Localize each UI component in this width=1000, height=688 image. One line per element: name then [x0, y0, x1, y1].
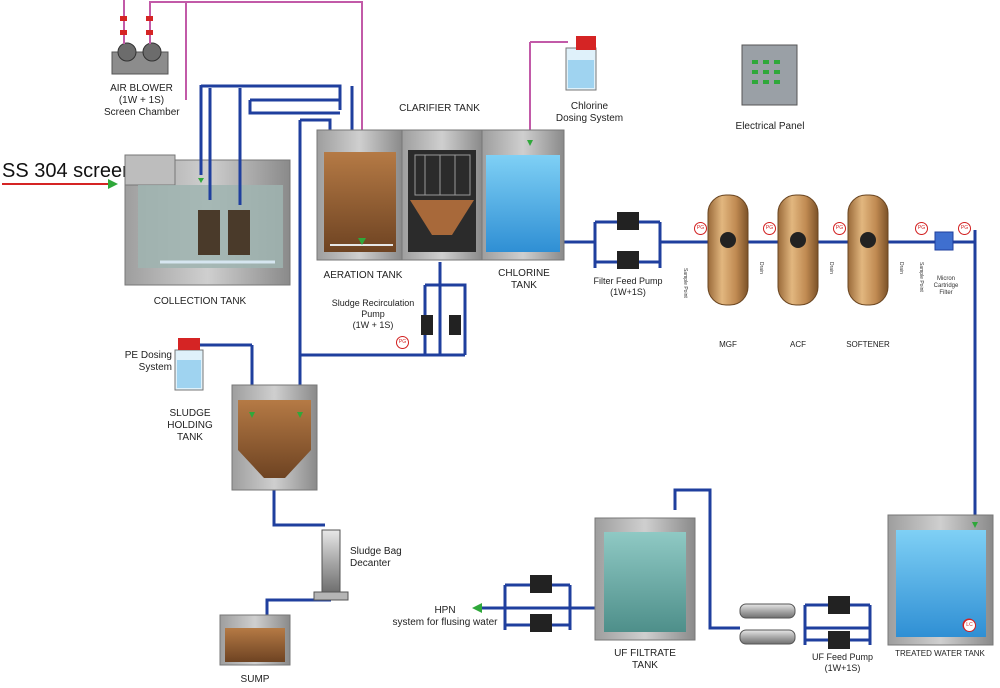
clarifier-tank-label: CLARIFIER TANK [399, 103, 480, 114]
electrical-panel-label: Electrical Panel [735, 121, 805, 132]
pressure-gauge-micron-out: PG [958, 222, 971, 235]
pe-dosing-label: PE Dosing System [110, 350, 172, 374]
sludge-recirc-line-1: Sludge Recirculation [331, 298, 415, 308]
ss-304-screen-label: SS 304 screen [2, 160, 134, 182]
sump [219, 614, 291, 666]
chlorine-tank-label: CHLORINE TANK [494, 268, 554, 292]
sludge-recirc-line-3: (1W + 1S) [352, 320, 394, 330]
chlorine-tank-line-1: CHLORINE [498, 268, 550, 279]
collection-tank [124, 154, 291, 286]
pressure-gauge-acf: PG [763, 222, 776, 235]
mgf-label: MGF [719, 340, 737, 349]
filter-feed-pumps [593, 212, 662, 269]
uf-filtrate-line-1: UF FILTRATE [614, 648, 676, 659]
sludge-recirc-line-2: Pump [361, 309, 385, 319]
micron-filter-label: Micron Cartridge Filter [928, 276, 964, 297]
sample-point-1-label: Sample Point [682, 268, 688, 298]
uf-filtrate-tank [594, 517, 696, 641]
chlorine-tank-line-2: TANK [511, 280, 537, 291]
pe-dosing-system [174, 338, 204, 391]
micron-filter-line-1: Micron [936, 276, 955, 282]
filter-feed-pump-label: Filter Feed Pump (1W+1S) [588, 276, 668, 298]
aeration-tank-label: AERATION TANK [323, 270, 403, 281]
sample-point-2-label: Sample Point [918, 262, 924, 292]
sludge-recirculation-pumps [423, 262, 467, 357]
hpn-line-2: system for flusing water [392, 617, 498, 628]
sludge-holding-line-1: SLUDGE [169, 408, 211, 419]
uf-filtrate-label: UF FILTRATE TANK [605, 648, 685, 672]
electrical-panel [741, 44, 798, 106]
pe-dosing-line-2: System [138, 362, 172, 373]
air-blower-label: AIR BLOWER (1W + 1S) Screen Chamber [104, 83, 180, 119]
level-controller: LC [963, 619, 976, 632]
screen-chamber-label: Screen Chamber [104, 107, 180, 118]
drain-mgf-label: Drain [758, 262, 764, 274]
sludge-bag-decanter [313, 529, 349, 601]
uf-feed-pump-line-1: UF Feed Pump [811, 652, 874, 662]
chlorine-dosing-line-1: Chlorine [570, 101, 609, 112]
sludge-bag-label: Sludge Bag Decanter [350, 546, 420, 570]
mgf-vessel [707, 194, 749, 306]
uf-feed-pump-line-2: (1W+1S) [824, 663, 861, 673]
sump-label: SUMP [240, 674, 270, 685]
uf-feed-pumps [803, 596, 872, 649]
drain-softener-label: Drain [898, 262, 904, 274]
sludge-holding-tank [231, 384, 318, 491]
pe-dosing-line-1: PE Dosing [124, 350, 172, 361]
uf-filtrate-line-2: TANK [632, 660, 658, 671]
pressure-gauge-micron-in: PG [915, 222, 928, 235]
hpn-pumps [472, 575, 572, 632]
filter-feed-pump-line-1: Filter Feed Pump [593, 276, 663, 286]
flow-arrows [198, 140, 978, 528]
inlet-arrow [2, 179, 118, 189]
chlorine-dosing-system [565, 36, 597, 91]
chlorine-dosing-label: Chlorine Dosing System [552, 101, 627, 125]
micron-cartridge-filter [934, 231, 954, 251]
pressure-gauge-sludge: PG [396, 336, 409, 349]
sludge-holding-line-3: TANK [177, 432, 203, 443]
sludge-bag-line-2: Decanter [350, 558, 391, 569]
collection-tank-label: COLLECTION TANK [153, 296, 247, 307]
softener-label: SOFTENER [846, 340, 890, 349]
acf-label: ACF [790, 340, 806, 349]
hpn-label: HPN system for flusing water [385, 605, 505, 629]
sludge-bag-line-1: Sludge Bag [350, 546, 402, 557]
air-blower [111, 5, 169, 75]
uf-feed-pump-label: UF Feed Pump (1W+1S) [805, 652, 880, 674]
acf-vessel [777, 194, 819, 306]
sludge-holding-label: SLUDGE HOLDING TANK [160, 408, 220, 444]
hpn-line-1: HPN [434, 605, 456, 616]
sludge-holding-line-2: HOLDING [167, 420, 213, 431]
chlorine-dosing-line-2: Dosing System [555, 113, 624, 124]
clarifier-tank [401, 129, 483, 261]
micron-filter-line-2: Cartridge [933, 283, 959, 289]
sludge-recirculation-label: Sludge Recirculation Pump (1W + 1S) [328, 298, 418, 331]
pressure-gauge-softener: PG [833, 222, 846, 235]
micron-filter-line-3: Filter [939, 290, 953, 296]
air-blower-config: (1W + 1S) [118, 95, 165, 106]
transfer-pipes [195, 84, 977, 630]
pressure-gauge-mgf: PG [694, 222, 707, 235]
uf-membranes [739, 603, 796, 645]
softener-vessel [847, 194, 889, 306]
filter-feed-pump-line-2: (1W+1S) [610, 287, 646, 297]
treated-water-label: TREATED WATER TANK [895, 649, 985, 658]
drain-acf-label: Drain [828, 262, 834, 274]
air-blower-title: AIR BLOWER [110, 83, 173, 94]
treated-water-tank [887, 514, 994, 646]
chlorine-tank [481, 129, 565, 261]
